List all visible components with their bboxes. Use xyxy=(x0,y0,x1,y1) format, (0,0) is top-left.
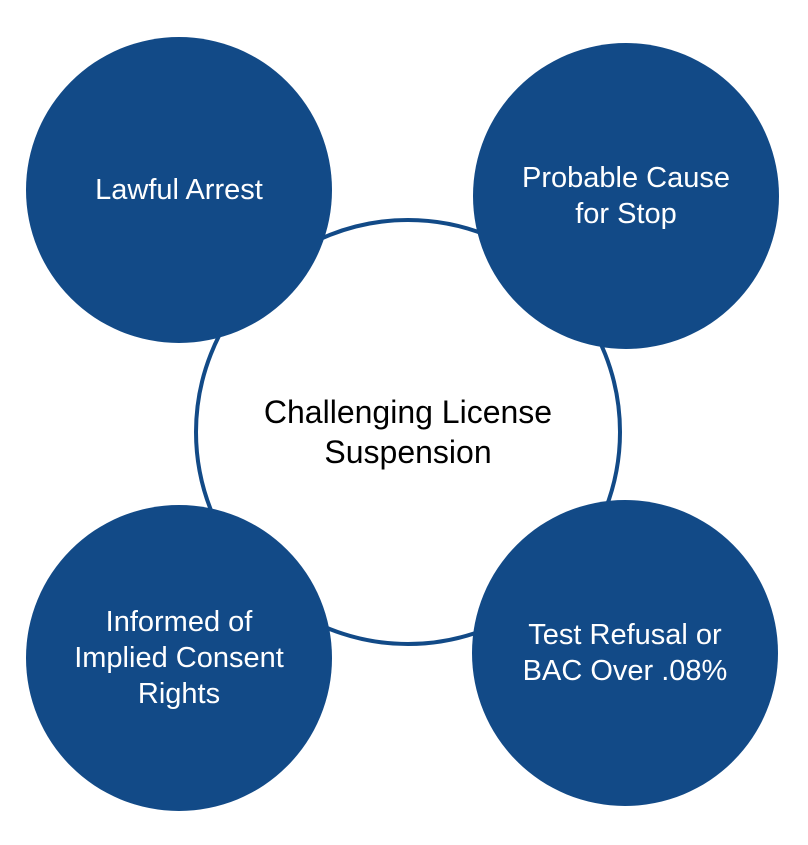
node-probable-cause: Probable Cause for Stop xyxy=(473,43,779,349)
node-label: Informed of Implied Consent Rights xyxy=(74,606,284,710)
node-label: Probable Cause for Stop xyxy=(522,162,730,230)
node-lawful-arrest: Lawful Arrest xyxy=(26,37,332,343)
node-test-refusal: Test Refusal or BAC Over .08% xyxy=(472,500,778,806)
node-label: Test Refusal or BAC Over .08% xyxy=(522,619,728,687)
node-implied-consent: Informed of Implied Consent Rights xyxy=(26,505,332,811)
center-label: Challenging License Suspension xyxy=(263,394,553,470)
node-label: Lawful Arrest xyxy=(95,174,263,206)
